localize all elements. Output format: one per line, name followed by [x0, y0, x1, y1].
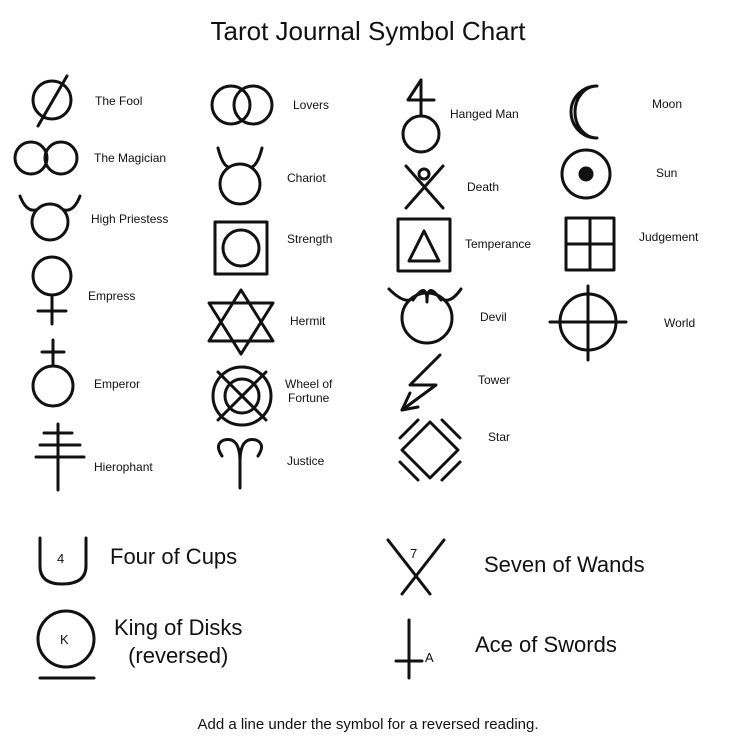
glyph-four: 4: [57, 551, 65, 566]
label-tower: Tower: [478, 373, 511, 387]
wheel-icon: [211, 365, 273, 427]
crescent-moon-icon: [569, 84, 599, 140]
venus-icon: [31, 255, 73, 326]
aries-icon: [217, 437, 263, 490]
label-world: World: [664, 316, 696, 330]
label-empress: Empress: [88, 289, 136, 303]
crossed-diamond-icon: [398, 418, 462, 482]
square-circle-icon: [213, 220, 269, 276]
label-strength: Strength: [287, 232, 333, 246]
stick-figure-icon: [404, 164, 445, 210]
horned-circle-icon: [18, 194, 82, 242]
cup-icon: [38, 536, 88, 586]
label-star: Star: [488, 430, 511, 444]
crosshair-icon: [548, 284, 628, 362]
label-temperance: Temperance: [465, 237, 532, 251]
label-lovers: Lovers: [293, 98, 330, 112]
triple-cross-icon: [34, 422, 86, 492]
label-death: Death: [467, 180, 500, 194]
sun-dot-icon: [560, 148, 612, 200]
label-chariot: Chariot: [287, 171, 326, 185]
label-hermit: Hermit: [290, 314, 326, 328]
label-the-magician: The Magician: [94, 151, 167, 165]
lightning-icon: [400, 353, 442, 412]
label-king-of-disks: King of Disks (reversed): [114, 614, 242, 670]
disk-reversed-icon: [36, 609, 96, 680]
label-wheel-of-fortune-line1: Wheel of: [285, 377, 333, 391]
sword-icon: [394, 618, 424, 680]
label-devil: Devil: [480, 310, 507, 324]
page-title: Tarot Journal Symbol Chart: [210, 16, 526, 46]
ram-horns-circle-icon: [387, 287, 463, 345]
label-four-of-cups: Four of Cups: [110, 544, 238, 569]
double-circle-icon: [13, 140, 79, 176]
label-king-of-disks-line2: (reversed): [128, 643, 229, 668]
horned-circle-icon: [216, 146, 264, 206]
glyph-ace: A: [425, 650, 434, 665]
window-square-icon: [564, 216, 616, 272]
label-moon: Moon: [652, 97, 683, 111]
glyph-king: K: [60, 632, 69, 647]
label-justice: Justice: [287, 454, 325, 468]
label-seven-of-wands: Seven of Wands: [484, 552, 645, 577]
label-ace-of-swords: Ace of Swords: [475, 632, 617, 657]
overlapping-circles-icon: [210, 84, 274, 126]
label-wheel-of-fortune-line2: Fortune: [288, 391, 330, 405]
crossed-wands-icon: [386, 538, 446, 596]
square-triangle-icon: [396, 217, 452, 273]
hexagram-icon: [207, 288, 275, 356]
label-emperor: Emperor: [94, 377, 141, 391]
label-high-priestess: High Priestess: [91, 212, 169, 226]
label-judgement: Judgement: [639, 230, 699, 244]
label-wheel-of-fortune: Wheel of Fortune: [285, 377, 332, 405]
circle-slash-icon: [31, 74, 73, 128]
label-hanged-man: Hanged Man: [450, 107, 519, 121]
glyph-seven: 7: [410, 546, 418, 561]
label-hierophant: Hierophant: [94, 460, 153, 474]
label-the-fool: The Fool: [95, 94, 143, 108]
four-circle-icon: [401, 78, 441, 154]
label-sun: Sun: [656, 166, 678, 180]
footer-note: Add a line under the symbol for a revers…: [197, 716, 539, 733]
circle-cross-above-icon: [31, 338, 75, 408]
label-king-of-disks-line1: King of Disks: [114, 615, 243, 640]
